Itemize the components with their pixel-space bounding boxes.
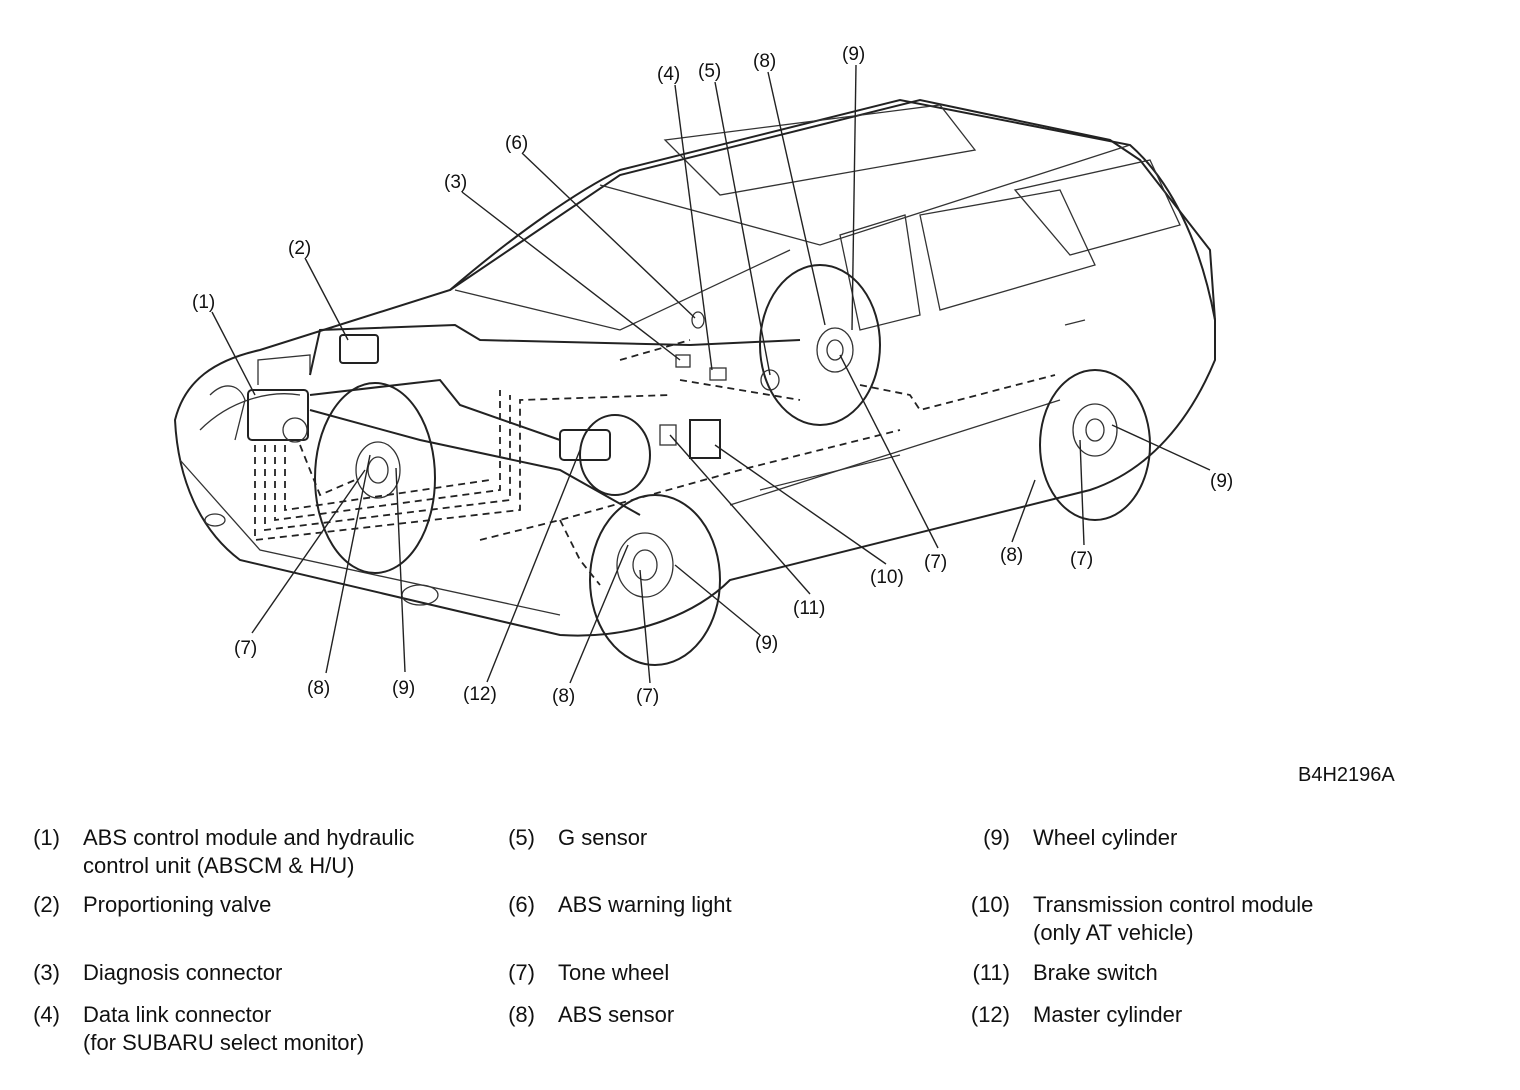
legend-num: (9) <box>983 825 1010 850</box>
legend-num: (12) <box>970 1002 1010 1027</box>
callout-7-rear-left: (7) <box>924 552 947 573</box>
callout-7-front-right: (7) <box>636 686 659 707</box>
callout-9-rear-left: (9) <box>842 44 865 65</box>
legend-text: Brake switch <box>1033 960 1158 985</box>
brake-switch <box>659 424 677 446</box>
legend-text: Tone wheel <box>558 960 670 985</box>
callout-9-front-left: (9) <box>392 678 415 699</box>
callout-7-rear-right: (7) <box>1070 549 1093 570</box>
legend-num: (4) <box>33 1002 60 1027</box>
callout-8-rear-right: (8) <box>1000 545 1023 566</box>
front-right-wheel <box>589 494 721 666</box>
callout-9-front-right: (9) <box>755 633 778 654</box>
callout-10: (10) <box>870 567 904 588</box>
callout-7-front-left: (7) <box>234 638 257 659</box>
leader-lines <box>211 64 1211 684</box>
legend-num: (6) <box>508 892 535 917</box>
callout-8-rear-left: (8) <box>753 51 776 72</box>
callout-8-front-left: (8) <box>307 678 330 699</box>
legend-num: (5) <box>508 825 535 850</box>
front-left-wheel <box>314 382 436 574</box>
callout-11: (11) <box>793 598 825 619</box>
legend-text: Master cylinder <box>1033 1002 1183 1027</box>
legend-text: Diagnosis connector <box>83 960 283 985</box>
wiring-harness <box>254 339 1056 586</box>
legend-num: (8) <box>508 1002 535 1027</box>
car-abs-diagram: (1) (2) (3) (4) (5) (6) (7) (8) (9) (12)… <box>173 44 1233 707</box>
callout-4: (4) <box>657 64 680 85</box>
abs-warning-light <box>691 311 705 329</box>
legend-num: (1) <box>33 825 60 850</box>
legend-text: Wheel cylinder <box>1033 825 1178 850</box>
abs-module <box>247 354 311 443</box>
diagnosis-connector <box>675 354 691 368</box>
rear-left-wheel <box>759 264 881 426</box>
rear-right-wheel <box>1039 369 1151 521</box>
legend-text: ABS control module and hydraulic control… <box>83 825 415 878</box>
legend-num: (11) <box>972 960 1011 985</box>
data-link-connector <box>709 367 727 381</box>
proportioning-valve <box>339 334 379 364</box>
brake-lines <box>309 323 801 516</box>
legend: (1) ABS control module and hydraulic con… <box>0 820 1520 1080</box>
legend-num: (2) <box>33 892 60 917</box>
callout-12: (12) <box>463 684 497 705</box>
legend-text: Proportioning valve <box>83 892 272 917</box>
legend-text: ABS warning light <box>558 892 732 917</box>
figure-code: B4H2196A <box>1298 764 1395 786</box>
legend-text: Transmission control module (only AT veh… <box>1033 892 1314 945</box>
legend-text: G sensor <box>558 825 648 850</box>
legend-text: Data link connector (for SUBARU select m… <box>83 1002 365 1055</box>
callout-8-front-right: (8) <box>552 686 575 707</box>
callout-6: (6) <box>505 133 528 154</box>
master-cylinder-booster <box>559 414 651 496</box>
callout-5: (5) <box>698 61 721 82</box>
legend-text: ABS sensor <box>558 1002 675 1027</box>
legend-num: (3) <box>33 960 60 985</box>
callout-labels: (1) (2) (3) (4) (5) (6) (7) (8) (9) (12)… <box>192 44 1233 707</box>
callout-9-rear-right: (9) <box>1210 471 1233 492</box>
g-sensor <box>760 369 780 391</box>
callout-1: (1) <box>192 292 215 313</box>
transmission-control-module <box>689 419 721 459</box>
legend-num: (10) <box>970 892 1010 917</box>
callout-2: (2) <box>288 238 311 259</box>
legend-num: (7) <box>508 960 535 985</box>
callout-3: (3) <box>444 172 467 193</box>
car-body <box>173 98 1216 637</box>
